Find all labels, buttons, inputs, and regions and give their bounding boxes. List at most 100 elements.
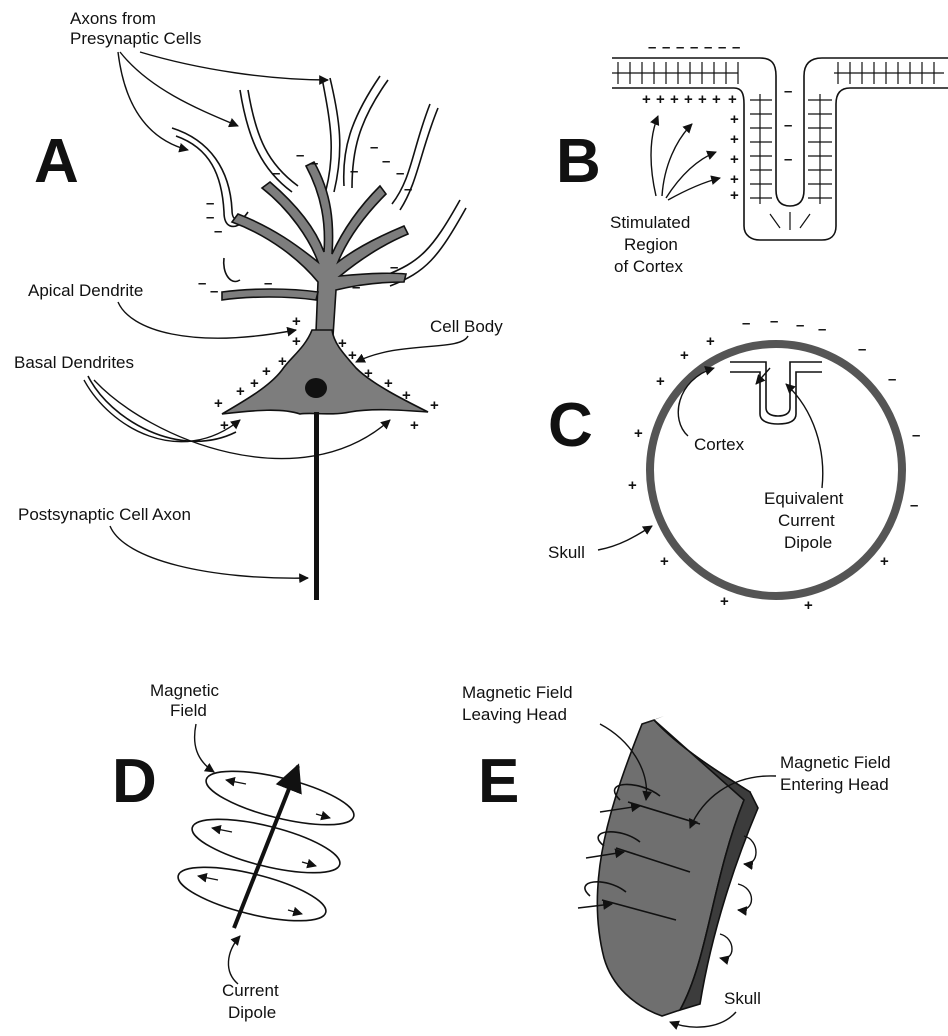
svg-text:–: – xyxy=(888,371,896,388)
svg-text:+: + xyxy=(348,347,357,364)
postsynaptic-axon-label: Postsynaptic Cell Axon xyxy=(18,505,191,524)
svg-text:–: – xyxy=(662,39,670,56)
current-dipole-arrow-d xyxy=(234,766,298,928)
svg-text:–: – xyxy=(742,315,750,332)
panel-b-plus-signs: + + + + + + + + + + + + xyxy=(642,91,739,204)
svg-text:–: – xyxy=(272,165,280,182)
panel-c-letter: C xyxy=(548,391,593,460)
current-dipole-line1: Current xyxy=(222,981,279,1000)
svg-text:+: + xyxy=(292,313,301,330)
svg-text:–: – xyxy=(396,165,404,182)
panel-d-letter: D xyxy=(112,747,157,816)
svg-text:–: – xyxy=(370,139,378,156)
postsynaptic-axon xyxy=(314,412,319,600)
svg-text:–: – xyxy=(770,313,778,330)
svg-text:+: + xyxy=(402,387,411,404)
svg-text:–: – xyxy=(704,39,712,56)
svg-text:–: – xyxy=(310,155,318,172)
svg-text:–: – xyxy=(690,39,698,56)
svg-text:–: – xyxy=(676,39,684,56)
panel-c: C Cortex Equivalent Current Dipole Skull… xyxy=(548,313,920,614)
stimulated-line3: of Cortex xyxy=(614,257,683,276)
axons-label-line2: Presynaptic Cells xyxy=(70,29,201,48)
svg-text:–: – xyxy=(784,117,792,134)
svg-text:+: + xyxy=(660,553,669,570)
svg-text:+: + xyxy=(634,425,643,442)
svg-text:+: + xyxy=(656,91,665,108)
svg-text:–: – xyxy=(732,39,740,56)
equivalent-line1: Equivalent xyxy=(764,489,844,508)
svg-text:–: – xyxy=(648,39,656,56)
entering-line1: Magnetic Field xyxy=(780,753,891,772)
svg-text:+: + xyxy=(730,187,739,204)
panel-b: B – – – – – – – – – – + + + xyxy=(556,39,948,276)
svg-text:+: + xyxy=(292,333,301,350)
panel-e-letter: E xyxy=(478,747,519,816)
skull-label-e: Skull xyxy=(724,989,761,1008)
svg-text:–: – xyxy=(796,317,804,334)
cortex-label: Cortex xyxy=(694,435,745,454)
svg-text:–: – xyxy=(264,275,272,292)
svg-text:–: – xyxy=(352,279,360,296)
svg-text:+: + xyxy=(728,91,737,108)
entering-line2: Entering Head xyxy=(780,775,889,794)
panel-a: A Axons from Presynaptic Cells xyxy=(14,9,503,600)
panel-e: E Magnetic Field Leaving Head Magnetic F… xyxy=(462,683,891,1027)
stimulated-line2: Region xyxy=(624,235,678,254)
svg-text:–: – xyxy=(350,163,358,180)
svg-text:–: – xyxy=(210,283,218,300)
svg-text:+: + xyxy=(236,383,245,400)
svg-text:+: + xyxy=(804,597,813,614)
svg-text:+: + xyxy=(642,91,651,108)
svg-text:+: + xyxy=(628,477,637,494)
cell-body-label: Cell Body xyxy=(430,317,503,336)
svg-text:–: – xyxy=(214,223,222,240)
svg-text:+: + xyxy=(364,365,373,382)
svg-text:–: – xyxy=(382,153,390,170)
svg-text:+: + xyxy=(720,593,729,610)
cell-body xyxy=(222,330,428,414)
svg-text:–: – xyxy=(818,321,826,338)
panel-d: D Magnetic Field Current Dipole xyxy=(112,681,359,1022)
svg-text:+: + xyxy=(410,417,419,434)
svg-text:–: – xyxy=(404,181,412,198)
axons-label-line1: Axons from xyxy=(70,9,156,28)
skull-label-c: Skull xyxy=(548,543,585,562)
svg-text:+: + xyxy=(698,91,707,108)
svg-text:+: + xyxy=(730,111,739,128)
svg-text:+: + xyxy=(880,553,889,570)
svg-text:+: + xyxy=(220,417,229,434)
nucleus xyxy=(305,378,327,398)
skull-circle xyxy=(650,344,902,596)
svg-text:+: + xyxy=(278,353,287,370)
equivalent-line2: Current xyxy=(778,511,835,530)
svg-text:+: + xyxy=(656,373,665,390)
svg-text:+: + xyxy=(214,395,223,412)
apical-dendrite-label: Apical Dendrite xyxy=(28,281,143,300)
svg-text:+: + xyxy=(430,397,439,414)
svg-text:–: – xyxy=(718,39,726,56)
svg-text:+: + xyxy=(262,363,271,380)
magnetic-field-line1: Magnetic xyxy=(150,681,219,700)
svg-text:–: – xyxy=(784,83,792,100)
svg-text:+: + xyxy=(730,171,739,188)
panel-b-letter: B xyxy=(556,127,601,196)
leaving-line2: Leaving Head xyxy=(462,705,567,724)
current-dipole-line2: Dipole xyxy=(228,1003,276,1022)
panel-a-letter: A xyxy=(34,127,79,196)
svg-text:–: – xyxy=(912,427,920,444)
magnetic-field-line2: Field xyxy=(170,701,207,720)
svg-text:–: – xyxy=(784,151,792,168)
svg-text:+: + xyxy=(670,91,679,108)
svg-text:+: + xyxy=(250,375,259,392)
basal-dendrites-label: Basal Dendrites xyxy=(14,353,134,372)
svg-text:+: + xyxy=(730,151,739,168)
leaving-line1: Magnetic Field xyxy=(462,683,573,702)
svg-text:+: + xyxy=(712,91,721,108)
svg-text:–: – xyxy=(390,259,398,276)
svg-text:+: + xyxy=(680,347,689,364)
svg-text:–: – xyxy=(296,147,304,164)
svg-text:+: + xyxy=(684,91,693,108)
svg-text:+: + xyxy=(730,131,739,148)
